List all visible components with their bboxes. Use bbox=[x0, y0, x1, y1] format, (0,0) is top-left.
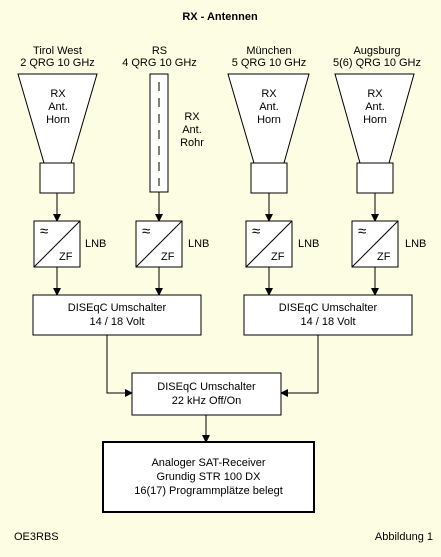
horn-text-line: RX bbox=[367, 88, 383, 100]
lnb-3-label: LNB bbox=[298, 238, 320, 250]
horn-text-line: Ant. bbox=[48, 101, 68, 113]
horn-text-line: Horn bbox=[363, 114, 387, 126]
horn-text-line: Ant. bbox=[259, 101, 279, 113]
tube-text-line: RX bbox=[184, 111, 200, 123]
horn-text-augsburg: RX Ant. Horn bbox=[350, 88, 400, 127]
horn-feed-augsburg bbox=[356, 162, 394, 194]
antenna-qrg: 2 QRG 10 GHz bbox=[20, 57, 95, 69]
diseqc-switch-left: DISEqC Umschalter 14 / 18 Volt bbox=[33, 302, 201, 328]
lnb-1-output-label: ZF bbox=[59, 251, 73, 263]
sat-receiver: Analoger SAT-Receiver Grundig STR 100 DX… bbox=[103, 456, 314, 498]
footer-figure-label: Abbildung 1 bbox=[374, 531, 433, 543]
lnb-4-input-symbol: ≈ bbox=[358, 223, 367, 240]
diseqc-switch-center: DISEqC Umschalter 22 kHz Off/On bbox=[132, 381, 281, 407]
horn-text-muenchen: RX Ant. Horn bbox=[244, 88, 294, 127]
antenna-qrg: 4 QRG 10 GHz bbox=[122, 57, 197, 69]
lnb-1-input-symbol: ≈ bbox=[40, 223, 49, 240]
diagram-title: RX - Antennen bbox=[182, 11, 258, 23]
lnb-3-output-label: ZF bbox=[271, 251, 285, 263]
antenna-label-muenchen: München 5 QRG 10 GHz bbox=[210, 45, 328, 69]
lnb-1-label: LNB bbox=[85, 238, 107, 250]
horn-text-tirol-west: RX Ant. Horn bbox=[33, 88, 83, 127]
switch-subtitle: 22 kHz Off/On bbox=[171, 395, 242, 407]
antenna-qrg: 5(6) QRG 10 GHz bbox=[332, 57, 422, 69]
lnb-3-input-symbol: ≈ bbox=[252, 223, 261, 240]
horn-feed-tirol-west bbox=[39, 162, 75, 194]
sat-receiver-box bbox=[102, 441, 315, 513]
antenna-label-rs: RS 4 QRG 10 GHz bbox=[102, 45, 217, 69]
horn-text-line: RX bbox=[261, 88, 277, 100]
lnb-4-label: LNB bbox=[405, 238, 427, 250]
footer-author: OE3RBS bbox=[14, 531, 59, 543]
receiver-line-3: 16(17) Programmplätze belegt bbox=[134, 485, 283, 497]
antenna-qrg: 5 QRG 10 GHz bbox=[231, 57, 307, 69]
tube-text-line: Rohr bbox=[180, 137, 204, 149]
horn-feed-muenchen bbox=[250, 162, 288, 194]
diseqc-switch-left-box bbox=[32, 294, 202, 336]
horn-text-line: Horn bbox=[46, 114, 70, 126]
receiver-line-2: Grundig STR 100 DX bbox=[156, 471, 261, 483]
horn-text-line: Ant. bbox=[365, 101, 385, 113]
horn-text-line: RX bbox=[50, 88, 66, 100]
lnb-2-label: LNB bbox=[188, 238, 210, 250]
antenna-label-augsburg: Augsburg 5(6) QRG 10 GHz bbox=[318, 45, 436, 69]
antenna-name: Augsburg bbox=[353, 45, 401, 57]
tube-text-rs: RX Ant. Rohr bbox=[172, 111, 212, 150]
antenna-name: RS bbox=[151, 45, 168, 57]
tube-text-line: Ant. bbox=[182, 124, 202, 136]
antenna-label-tirol-west: Tirol West 2 QRG 10 GHz bbox=[0, 45, 115, 69]
lnb-2-output-label: ZF bbox=[161, 251, 175, 263]
antenna-name: Tirol West bbox=[33, 45, 82, 57]
diseqc-switch-right: DISEqC Umschalter 14 / 18 Volt bbox=[244, 302, 412, 328]
switch-title: DISEqC Umschalter bbox=[67, 302, 167, 314]
lnb-2-input-symbol: ≈ bbox=[142, 223, 151, 240]
diseqc-switch-center-box bbox=[131, 372, 282, 416]
receiver-line-1: Analoger SAT-Receiver bbox=[151, 457, 266, 469]
switch-subtitle: 14 / 18 Volt bbox=[89, 316, 145, 328]
switch-subtitle: 14 / 18 Volt bbox=[300, 316, 356, 328]
switch-title: DISEqC Umschalter bbox=[278, 302, 378, 314]
diseqc-switch-right-box bbox=[243, 294, 413, 336]
lnb-4-output-label: ZF bbox=[377, 251, 391, 263]
antenna-name: München bbox=[246, 45, 292, 57]
switch-title: DISEqC Umschalter bbox=[157, 381, 256, 393]
horn-text-line: Horn bbox=[257, 114, 281, 126]
